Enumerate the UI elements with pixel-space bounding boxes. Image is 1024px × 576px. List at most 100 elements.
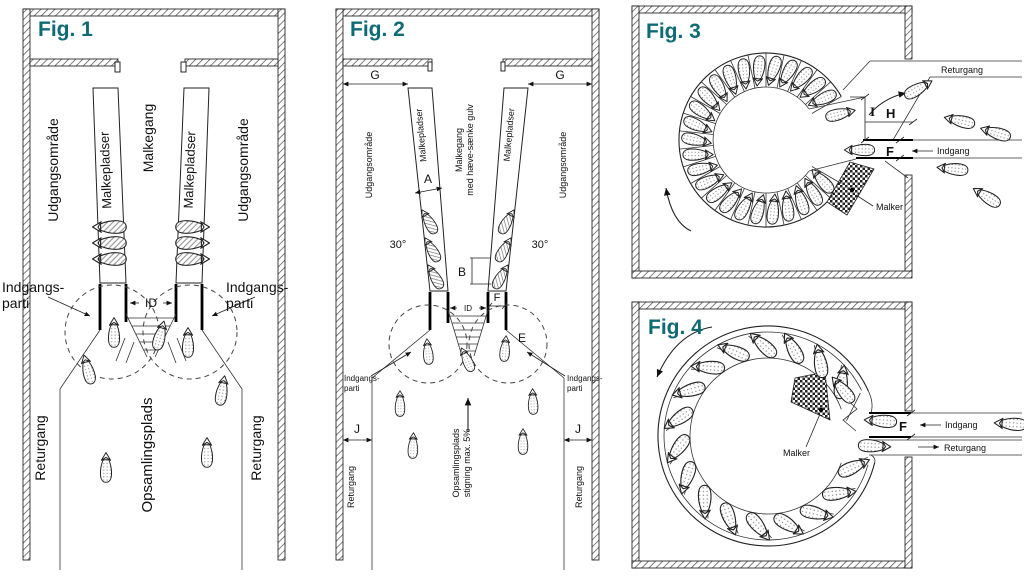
fig1-panel: Fig. 1 Udgangsområde Malkepladser Malkeg… xyxy=(2,8,289,570)
stall-divider xyxy=(730,60,745,92)
fig4-walls xyxy=(631,301,913,569)
fig2-dim-a: A xyxy=(424,172,432,186)
fig1-walls xyxy=(22,8,286,561)
rotary-outer-ring xyxy=(678,52,842,228)
exit-flow-arrow xyxy=(868,91,907,116)
milker-station xyxy=(790,371,831,421)
rotary-rim-outer xyxy=(657,325,876,547)
cow-icon xyxy=(901,75,936,103)
cow-icon xyxy=(778,329,808,367)
fig2-dim-g-left: G xyxy=(370,68,379,82)
fig3-rotary-stalls xyxy=(679,53,842,227)
fig2-label-return-left: Returgang xyxy=(346,466,356,508)
cow-icon xyxy=(181,327,195,358)
turning-circle xyxy=(142,284,238,380)
fig2-title: Fig. 2 xyxy=(350,18,405,41)
stall-divider xyxy=(701,175,727,199)
fig1-title: Fig. 1 xyxy=(38,18,93,41)
leader-arrow xyxy=(47,296,91,317)
fig2-angle-right: 30° xyxy=(532,239,549,251)
fig3-label-return: Returgang xyxy=(941,65,983,75)
stall-divider xyxy=(776,191,785,226)
cow-icon xyxy=(935,161,969,177)
cow-icon xyxy=(824,104,858,124)
entrance-gates xyxy=(98,284,204,330)
fig2-label-entrance-right-1: Indgangs- xyxy=(567,374,603,383)
return-passage xyxy=(842,60,1022,141)
cow-icon xyxy=(745,328,781,362)
rotary-inner-ring xyxy=(712,86,810,194)
cow-icon xyxy=(670,379,708,402)
milking-row xyxy=(175,87,210,284)
fig3-walls xyxy=(631,5,913,279)
cow-icon xyxy=(213,374,231,407)
fig2-angle-left: 30° xyxy=(390,239,407,251)
fig4-label-entry: Indgang xyxy=(945,420,978,430)
rotation-arrow xyxy=(664,187,692,232)
stall-divider xyxy=(730,188,745,220)
stall-divider xyxy=(679,145,714,150)
milker-dot xyxy=(818,407,824,413)
cow-icon xyxy=(686,159,720,178)
milking-row xyxy=(92,87,127,284)
entrance-gates xyxy=(428,292,508,330)
cow-icon xyxy=(421,337,435,366)
stall-divider xyxy=(796,182,818,211)
cow-icon xyxy=(78,353,98,386)
fig2-dim-f: F xyxy=(494,292,501,304)
fig1-label-entrance-right-2: parti xyxy=(226,295,253,311)
fig3-dim-i: I xyxy=(870,104,875,119)
stall-divider xyxy=(805,81,831,105)
cow-icon xyxy=(99,452,113,483)
fig2-panel: Fig. 2 G G Udgangsområde Malkepladser Ma… xyxy=(335,8,603,570)
cow-icon xyxy=(993,416,1024,432)
fig2-cows xyxy=(394,206,539,459)
stall-divider xyxy=(683,112,716,124)
fig4-dim-f: F xyxy=(899,419,907,434)
cow-icon xyxy=(857,438,892,454)
fig2-dim-g-right: G xyxy=(555,68,564,82)
fig1-label-entrance-left-2: parti xyxy=(2,295,29,311)
cow-icon xyxy=(527,388,539,415)
cow-icon xyxy=(689,359,726,376)
fig2-label-collecting-1: Opsamlingsplads xyxy=(451,428,461,498)
fig2-label-return-right: Returgang xyxy=(574,466,584,508)
fig2-dim-j-left: J xyxy=(354,422,360,436)
cow-icon xyxy=(175,252,211,266)
stall-divider xyxy=(811,96,842,114)
fig3-panel: Fig. 3 Returgang I H F Indgang Malker xyxy=(631,5,1022,279)
cow-icon xyxy=(863,413,898,429)
fig1-label-entrance-right-1: Indgangs- xyxy=(226,279,289,295)
fig2-dim-j-right: J xyxy=(575,422,581,436)
stall-divider xyxy=(846,392,861,421)
cow-icon xyxy=(821,484,858,502)
milking-row xyxy=(487,87,529,292)
stall-divider xyxy=(776,54,785,89)
stall-divider xyxy=(714,69,736,98)
cow-icon xyxy=(674,459,699,497)
cow-icon xyxy=(742,509,775,545)
fig4-label-milker: Malker xyxy=(783,448,810,458)
cow-icon xyxy=(714,338,752,365)
collecting-area-boundary xyxy=(371,329,565,570)
fig2-walls xyxy=(335,8,600,561)
fig1-label-exit-area-right: Udgangsområde xyxy=(235,118,251,222)
milker-dot xyxy=(849,187,855,193)
cow-icon xyxy=(407,432,419,459)
fig1-label-entrance-left-1: Indgangs- xyxy=(2,279,65,295)
rotary-rim-inner xyxy=(663,331,869,541)
fig1-structure xyxy=(47,87,256,570)
crowd-gate-ladder xyxy=(125,313,177,358)
fig2-label-milking-places-left: Malkepladser xyxy=(414,108,429,162)
cow-icon xyxy=(969,183,1004,211)
fig2-label-exit-area-right: Udgangsområde xyxy=(558,132,568,199)
gate-post xyxy=(500,61,506,72)
gate-post xyxy=(180,61,187,73)
stall-divider xyxy=(811,166,842,184)
cow-icon xyxy=(91,252,127,266)
cow-icon xyxy=(843,143,876,157)
stall-divider xyxy=(683,156,716,168)
stall-divider xyxy=(747,191,756,226)
